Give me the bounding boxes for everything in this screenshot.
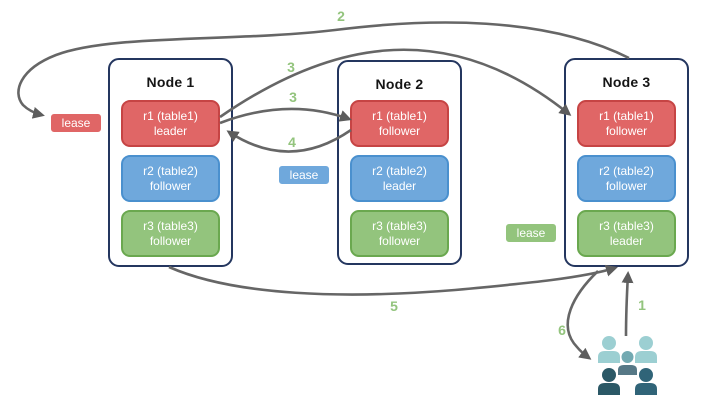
replica-r3-node1: r3 (table3) follower bbox=[121, 210, 220, 257]
replica-role: follower bbox=[149, 233, 192, 248]
lease-badge-blue: lease bbox=[277, 164, 331, 186]
step-label-5: 5 bbox=[390, 298, 398, 314]
replica-name: r3 (table3) bbox=[143, 218, 198, 233]
replica-role: leader bbox=[382, 178, 417, 193]
replica-role: follower bbox=[149, 178, 192, 193]
step-label-3b: 3 bbox=[289, 89, 297, 105]
replica-r2-node1: r2 (table2) follower bbox=[121, 155, 220, 202]
arrow-step-5 bbox=[168, 264, 618, 296]
replica-role: follower bbox=[378, 123, 421, 138]
replica-name: r3 (table3) bbox=[599, 218, 654, 233]
replica-name: r2 (table2) bbox=[143, 163, 198, 178]
step-label-6: 6 bbox=[558, 322, 566, 338]
replica-name: r3 (table3) bbox=[372, 218, 427, 233]
replica-name: r2 (table2) bbox=[599, 163, 654, 178]
node-2-title: Node 2 bbox=[375, 76, 424, 92]
node-3-title: Node 3 bbox=[602, 74, 651, 90]
node-3: Node 3 r1 (table1) follower r2 (table2) … bbox=[564, 58, 689, 267]
lease-badge-green: lease bbox=[504, 222, 558, 244]
node-1: Node 1 r1 (table1) leader r2 (table2) fo… bbox=[108, 58, 233, 267]
person-icon bbox=[635, 368, 657, 395]
person-icon bbox=[598, 336, 620, 363]
replica-role: leader bbox=[153, 123, 188, 138]
replica-r1-node2: r1 (table1) follower bbox=[350, 100, 449, 147]
step-label-1: 1 bbox=[638, 297, 646, 313]
arrow-step-3-to-node2 bbox=[219, 107, 352, 125]
lease-badge-red: lease bbox=[49, 112, 103, 134]
person-icon bbox=[618, 351, 637, 375]
replica-role: follower bbox=[378, 233, 421, 248]
person-icon bbox=[598, 368, 620, 395]
replica-r1-node1: r1 (table1) leader bbox=[121, 100, 220, 147]
replica-r2-node2: r2 (table2) leader bbox=[350, 155, 449, 202]
replica-role: follower bbox=[605, 123, 648, 138]
replica-r1-node3: r1 (table1) follower bbox=[577, 100, 676, 147]
step-label-4: 4 bbox=[288, 134, 296, 150]
users-icon bbox=[598, 336, 657, 395]
replica-r3-node3: r3 (table3) leader bbox=[577, 210, 676, 257]
node-1-title: Node 1 bbox=[146, 74, 195, 90]
step-label-3a: 3 bbox=[287, 59, 295, 75]
step-label-2: 2 bbox=[337, 8, 345, 24]
replica-name: r1 (table1) bbox=[372, 108, 427, 123]
replica-r3-node2: r3 (table3) follower bbox=[350, 210, 449, 257]
node-2: Node 2 r1 (table1) follower r2 (table2) … bbox=[337, 60, 462, 265]
replica-name: r2 (table2) bbox=[372, 163, 427, 178]
replica-role: follower bbox=[605, 178, 648, 193]
replica-name: r1 (table1) bbox=[599, 108, 654, 123]
replica-name: r1 (table1) bbox=[143, 108, 198, 123]
arrow-step-1 bbox=[621, 271, 634, 337]
replica-r2-node3: r2 (table2) follower bbox=[577, 155, 676, 202]
person-icon bbox=[635, 336, 657, 363]
replica-role: leader bbox=[609, 233, 644, 248]
